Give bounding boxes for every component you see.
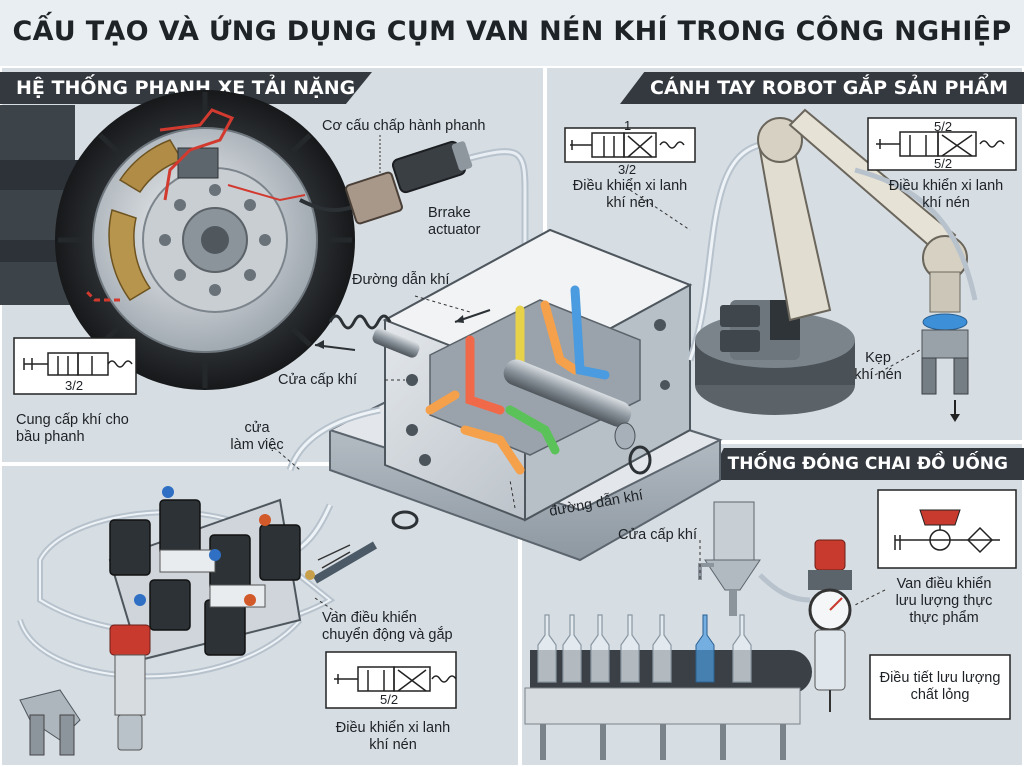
liquid-flow-label: Điều tiết lưu lượng chất lỏng bbox=[879, 670, 1001, 703]
flow-valve-label: Van điều khiển lưu lượng thực thực phẩm bbox=[895, 576, 993, 626]
motion-valve-label: Van điều khiển chuyển động và gắp bbox=[322, 610, 453, 643]
brake-supply-label: Cung cấp khí cho bầu phanh bbox=[16, 412, 129, 445]
valve-body bbox=[314, 228, 723, 562]
robot-left-cylinder-label: Điều khiển xi lanh khí nén bbox=[572, 178, 688, 211]
bottling-line bbox=[524, 501, 852, 760]
page-title: CẤU TẠO VÀ ỨNG DỤNG CỤM VAN NÉN KHÍ TRON… bbox=[12, 15, 1012, 47]
robot-right-valve-symbol bbox=[867, 117, 1017, 171]
truck-wheel bbox=[55, 90, 355, 390]
robot-left-valve-symbol bbox=[564, 127, 696, 163]
leader-lines bbox=[264, 189, 921, 619]
robot-left-symbol-top: 1 bbox=[624, 118, 632, 133]
brake-actuator-label-en: Brrake actuator bbox=[428, 205, 481, 238]
brake-valve-symbol-label: 3/2 bbox=[65, 378, 84, 393]
robot-right-symbol-top: 5/2 bbox=[934, 119, 953, 134]
robot-right-cylinder-label: Điều khiển xi lanh khí nén bbox=[888, 178, 1004, 211]
flow-valve-symbol bbox=[877, 489, 1017, 569]
manifold-valve-symbol bbox=[325, 651, 457, 709]
manifold-cylinder-label: Điều khiển xi lanh khí nén bbox=[335, 720, 451, 753]
liquid-flow-box bbox=[869, 654, 1011, 720]
robot-arm bbox=[695, 108, 978, 422]
work-port-label: cửa làm việc bbox=[230, 420, 284, 453]
air-path-top-label: Đường dẫn khí bbox=[352, 272, 450, 288]
robot-right-symbol-bottom: 5/2 bbox=[934, 156, 953, 171]
robot-left-symbol-bottom: 3/2 bbox=[618, 162, 637, 177]
brake-heading: HỆ THỐNG PHANH XE TẢI NẶNG bbox=[0, 72, 372, 104]
bottling-supply-label: Cửa cấp khí bbox=[618, 527, 698, 543]
brake-actuator-label-vi: Cơ cấu chấp hành phanh bbox=[322, 118, 486, 134]
bottling-heading: HỆ THỐNG ĐÓNG CHAI ĐỒ UỐNG bbox=[708, 448, 1024, 480]
brake-actuator bbox=[299, 135, 529, 260]
brake-valve-symbol bbox=[13, 337, 137, 395]
manifold-symbol-label: 5/2 bbox=[380, 692, 399, 707]
gripper-label: Kẹp khí nén bbox=[854, 350, 902, 383]
supply-port-label: Cửa cấp khí bbox=[278, 372, 358, 388]
robot-heading: CÁNH TAY ROBOT GẮP SẢN PHẨM bbox=[620, 72, 1024, 104]
valve-manifold bbox=[17, 486, 336, 756]
